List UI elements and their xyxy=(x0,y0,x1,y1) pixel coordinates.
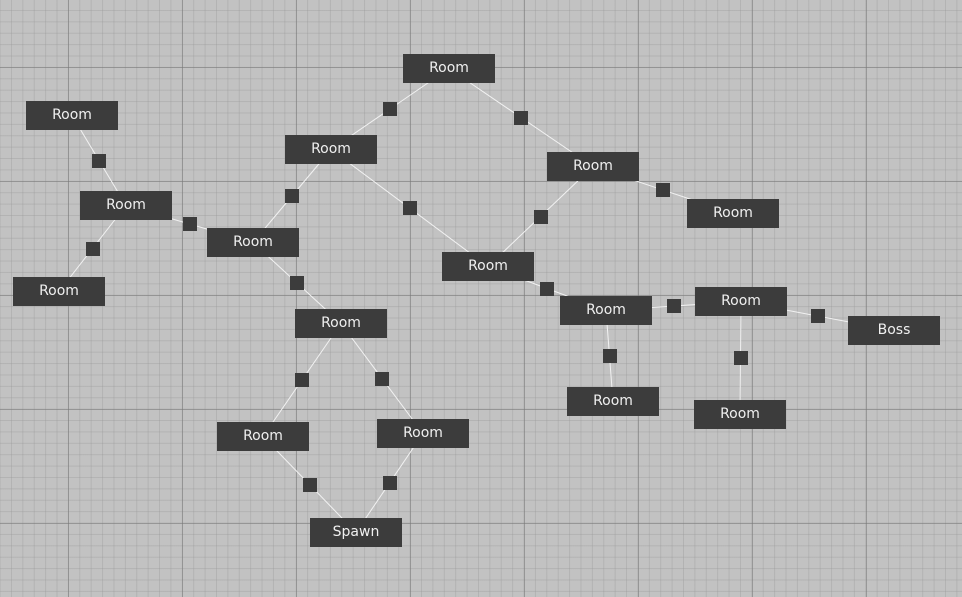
room-node-lower-left[interactable]: Room xyxy=(13,277,105,306)
door-marker[interactable] xyxy=(533,209,548,224)
room-node-bottom-left[interactable]: Room xyxy=(217,422,309,451)
door-marker[interactable] xyxy=(514,110,528,125)
door-marker[interactable] xyxy=(666,299,681,313)
door-marker[interactable] xyxy=(402,201,417,215)
door-marker[interactable] xyxy=(375,371,389,386)
room-node-left[interactable]: Room xyxy=(80,191,172,220)
room-node-bottom-middle[interactable]: Room xyxy=(377,419,469,448)
room-node-upper-right[interactable]: Room xyxy=(547,152,639,181)
door-marker[interactable] xyxy=(290,276,304,290)
door-marker[interactable] xyxy=(656,183,670,197)
door-marker[interactable] xyxy=(382,476,397,490)
door-marker[interactable] xyxy=(733,351,748,365)
room-node-right-b[interactable]: Room xyxy=(695,287,787,316)
room-node-bottom-right-a[interactable]: Room xyxy=(567,387,659,416)
room-node-center-left[interactable]: Room xyxy=(207,228,299,257)
door-marker[interactable] xyxy=(602,349,617,363)
room-node-upper-middle[interactable]: Room xyxy=(285,135,377,164)
door-marker[interactable] xyxy=(182,217,197,231)
door-marker[interactable] xyxy=(810,309,825,323)
door-marker[interactable] xyxy=(285,189,299,203)
boss-room-node[interactable]: Boss xyxy=(848,316,940,345)
room-node-center-lower[interactable]: Room xyxy=(295,309,387,338)
room-node-top[interactable]: Room xyxy=(403,54,495,83)
door-marker[interactable] xyxy=(85,241,100,256)
room-node-center[interactable]: Room xyxy=(442,252,534,281)
door-marker[interactable] xyxy=(383,102,397,116)
spawn-room-node[interactable]: Spawn xyxy=(310,518,402,547)
door-marker[interactable] xyxy=(540,281,554,296)
room-node-top-left[interactable]: Room xyxy=(26,101,118,130)
room-node-far-right[interactable]: Room xyxy=(687,199,779,228)
room-node-right-a[interactable]: Room xyxy=(560,296,652,325)
door-marker[interactable] xyxy=(92,153,106,168)
door-marker[interactable] xyxy=(302,477,317,492)
door-marker[interactable] xyxy=(295,373,309,387)
room-node-bottom-right-b[interactable]: Room xyxy=(694,400,786,429)
